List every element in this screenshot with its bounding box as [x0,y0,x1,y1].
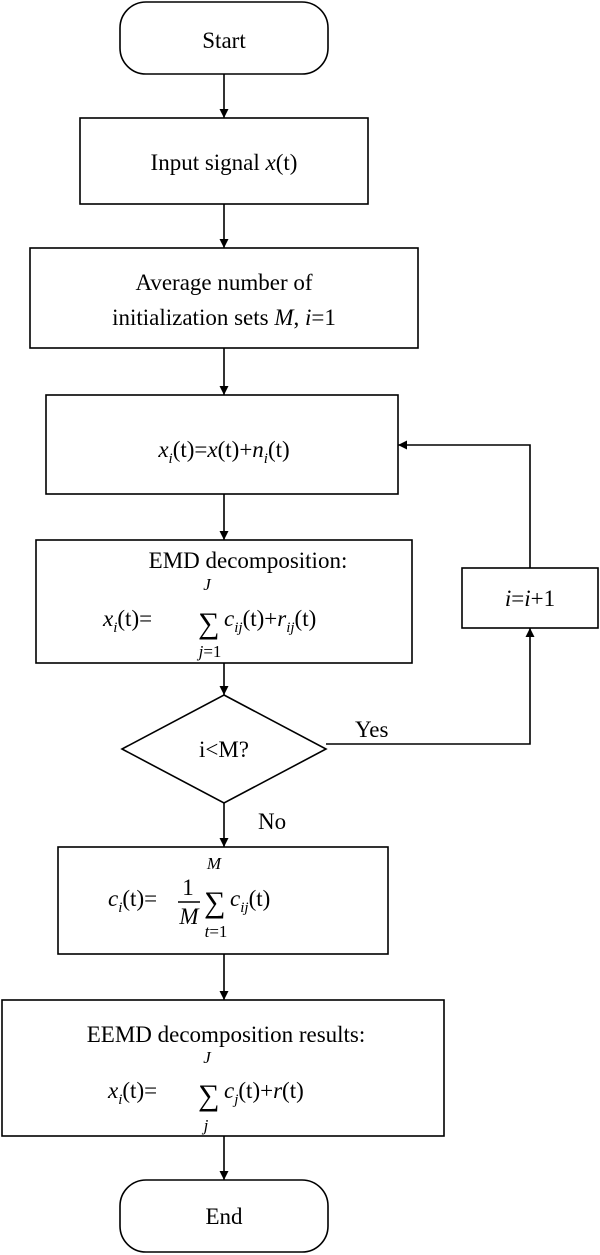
edge-label-no: No [258,809,286,834]
start-label: Start [202,28,246,53]
input-signal-label: Input signal x(t) [151,150,298,175]
emd-title: EMD decomposition: [149,548,348,573]
mean-lower: t=1 [205,922,228,941]
emd-node: EMD decomposition: xi(t)= ∑ J j=1 cij(t)… [35,539,413,664]
emd-upper: J [203,575,212,594]
result-lhs: xi(t)= [107,1078,157,1108]
emd-sum: ∑ [198,607,219,640]
result-upper: J [203,1048,212,1067]
edge-label-yes: Yes [355,717,389,742]
arrow-decision-yes [326,628,535,745]
mean-node: ci(t)= 1 M ∑ M t=1 cij(t) [57,846,389,955]
initialization-node: Average number of initialization sets M,… [29,247,419,349]
add-noise-formula: xi(t)=x(t)+ni(t) [157,437,289,467]
result-title: EEMD decomposition results: [87,1022,366,1047]
input-signal-node: Input signal x(t) [79,117,369,205]
result-terms: cj(t)+r(t) [224,1078,304,1108]
add-noise-node: xi(t)=x(t)+ni(t) [45,394,399,495]
initialization-line1: Average number of [135,270,312,295]
result-node: EEMD decomposition results: xi(t)= ∑ J j… [1,999,445,1137]
start-node: Start [119,1,329,75]
increment-node: i=i+1 [461,567,599,629]
mean-terms: cij(t) [230,886,270,916]
end-node: End [119,1179,329,1253]
decision-label: i<M? [199,737,249,762]
arrow-loop-back [398,440,531,568]
mean-frac-den: M [178,904,200,929]
emd-lower: j=1 [197,642,222,661]
mean-sum: ∑ [204,886,225,919]
decision-node: i<M? [120,694,328,804]
result-lower: j [202,1116,209,1135]
result-sum: ∑ [198,1079,219,1112]
emd-lhs: xi(t)= [102,606,152,636]
initialization-line2: initialization sets M, i=1 [112,305,336,330]
increment-label: i=i+1 [505,586,555,611]
mean-lhs: ci(t)= [108,886,157,916]
mean-upper: M [206,854,222,873]
mean-frac-num: 1 [182,875,194,900]
end-label: End [205,1204,243,1229]
emd-terms: cij(t)+rij(t) [224,606,316,636]
